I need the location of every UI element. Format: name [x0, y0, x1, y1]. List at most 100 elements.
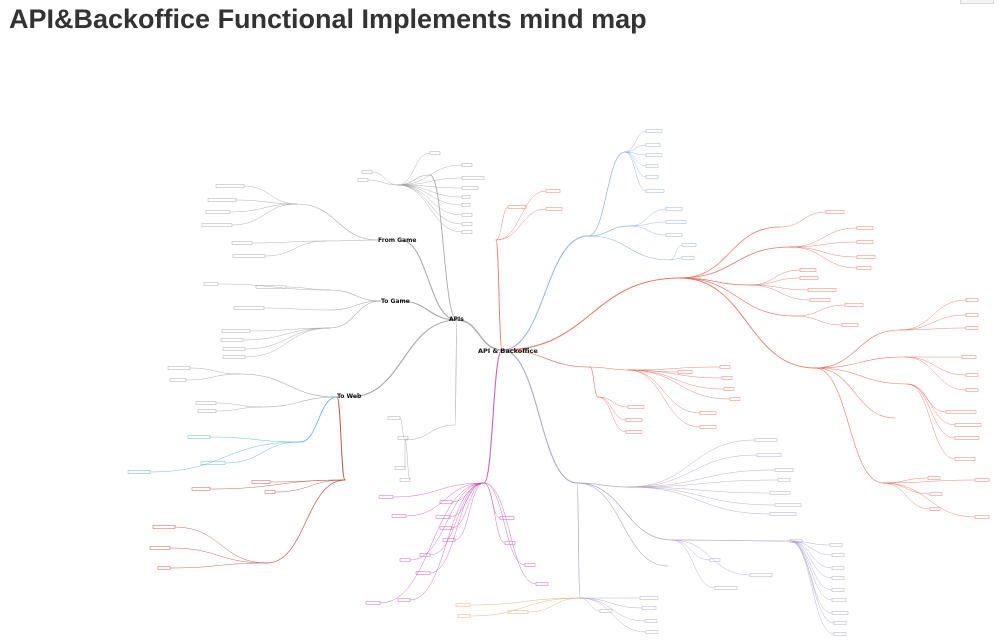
root-node-label[interactable]: API & Backoffice: [478, 347, 538, 355]
leaf-node-23[interactable]: [222, 347, 246, 351]
leaf-node-104[interactable]: [504, 541, 516, 545]
leaf-node-83[interactable]: [719, 365, 731, 369]
leaf-node-9[interactable]: [461, 230, 473, 234]
leaf-node-8[interactable]: [461, 222, 473, 226]
leaf-node-100[interactable]: [397, 598, 411, 602]
leaf-node-52[interactable]: [665, 220, 687, 224]
leaf-node-117[interactable]: [789, 539, 803, 543]
leaf-node-91[interactable]: [625, 430, 643, 434]
leaf-node-49[interactable]: [645, 175, 659, 179]
leaf-node-89[interactable]: [627, 405, 645, 409]
leaf-node-47[interactable]: [645, 153, 663, 157]
leaf-node-121[interactable]: [831, 576, 845, 580]
leaf-node-97[interactable]: [419, 553, 431, 557]
leaf-node-98[interactable]: [399, 558, 411, 562]
leaf-node-12[interactable]: [215, 184, 245, 188]
leaf-node-46[interactable]: [645, 143, 661, 147]
leaf-node-38[interactable]: [387, 416, 401, 420]
leaf-node-53[interactable]: [665, 233, 683, 237]
leaf-node-111[interactable]: [769, 491, 791, 495]
leaf-node-60[interactable]: [856, 266, 872, 270]
leaf-node-78[interactable]: [974, 478, 990, 482]
leaf-node-62[interactable]: [799, 276, 819, 280]
leaf-node-126[interactable]: [833, 632, 847, 636]
leaf-node-50[interactable]: [645, 189, 665, 193]
leaf-node-25[interactable]: [167, 366, 191, 370]
leaf-node-65[interactable]: [844, 303, 864, 307]
leaf-node-118[interactable]: [829, 543, 843, 547]
leaf-node-73[interactable]: [945, 410, 977, 414]
leaf-node-17[interactable]: [232, 254, 266, 258]
leaf-node-77[interactable]: [927, 476, 941, 480]
leaf-node-106[interactable]: [535, 582, 549, 586]
leaf-node-90[interactable]: [625, 418, 643, 422]
leaf-node-105[interactable]: [524, 563, 536, 567]
leaf-node-67[interactable]: [965, 298, 979, 302]
leaf-node-34[interactable]: [264, 490, 276, 494]
leaf-node-99[interactable]: [415, 571, 431, 575]
leaf-node-101[interactable]: [365, 601, 381, 605]
leaf-node-11[interactable]: [357, 178, 369, 182]
leaf-node-125[interactable]: [833, 621, 847, 625]
leaf-node-85[interactable]: [723, 387, 735, 391]
leaf-node-103[interactable]: [499, 516, 515, 520]
leaf-node-93[interactable]: [435, 515, 451, 519]
leaf-node-63[interactable]: [807, 288, 837, 292]
leaf-node-95[interactable]: [439, 526, 453, 530]
leaf-node-43[interactable]: [545, 189, 561, 193]
leaf-node-28[interactable]: [197, 409, 217, 413]
leaf-node-16[interactable]: [231, 241, 253, 245]
leaf-node-71[interactable]: [965, 373, 979, 377]
leaf-node-4[interactable]: [461, 186, 479, 190]
leaf-node-122[interactable]: [831, 588, 845, 592]
leaf-node-88[interactable]: [699, 425, 717, 429]
leaf-node-35[interactable]: [152, 525, 176, 529]
leaf-node-21[interactable]: [221, 329, 251, 333]
leaf-node-110[interactable]: [777, 478, 791, 482]
leaf-node-51[interactable]: [665, 207, 683, 211]
leaf-node-124[interactable]: [831, 611, 849, 615]
leaf-node-31[interactable]: [127, 470, 151, 474]
leaf-node-66[interactable]: [841, 323, 859, 327]
leaf-node-30[interactable]: [200, 461, 226, 465]
leaf-node-86[interactable]: [729, 397, 741, 401]
leaf-node-44[interactable]: [545, 207, 563, 211]
leaf-node-108[interactable]: [756, 453, 782, 457]
leaf-node-131[interactable]: [639, 596, 659, 600]
leaf-node-133[interactable]: [644, 619, 658, 623]
leaf-node-82[interactable]: [677, 370, 693, 374]
leaf-node-69[interactable]: [965, 326, 979, 330]
leaf-node-68[interactable]: [965, 313, 979, 317]
leaf-node-54[interactable]: [681, 243, 697, 247]
leaf-node-114[interactable]: [709, 558, 721, 562]
leaf-node-33[interactable]: [191, 487, 211, 491]
leaf-node-55[interactable]: [681, 256, 695, 260]
leaf-node-10[interactable]: [361, 170, 373, 174]
leaf-node-3[interactable]: [461, 176, 485, 180]
leaf-node-41[interactable]: [399, 478, 411, 482]
leaf-node-58[interactable]: [856, 240, 874, 244]
leaf-node-27[interactable]: [195, 401, 217, 405]
leaf-node-120[interactable]: [831, 566, 845, 570]
leaf-node-134[interactable]: [645, 630, 659, 634]
leaf-node-102[interactable]: [378, 495, 394, 499]
leaf-node-32[interactable]: [251, 480, 271, 484]
leaf-node-57[interactable]: [856, 226, 874, 230]
leaf-node-92[interactable]: [439, 500, 453, 504]
leaf-node-119[interactable]: [831, 553, 845, 557]
leaf-node-45[interactable]: [645, 129, 663, 133]
leaf-node-22[interactable]: [220, 338, 244, 342]
leaf-node-112[interactable]: [774, 503, 802, 507]
leaf-node-36[interactable]: [149, 546, 171, 550]
leaf-node-80[interactable]: [929, 507, 941, 511]
leaf-node-84[interactable]: [721, 376, 733, 380]
leaf-node-116[interactable]: [714, 586, 738, 590]
leaf-node-132[interactable]: [641, 606, 657, 610]
leaf-node-127[interactable]: [507, 610, 529, 614]
leaf-node-64[interactable]: [809, 298, 831, 302]
leaf-node-72[interactable]: [965, 388, 979, 392]
leaf-node-129[interactable]: [457, 614, 471, 618]
leaf-node-5[interactable]: [461, 195, 471, 199]
leaf-node-87[interactable]: [699, 411, 717, 415]
leaf-node-128[interactable]: [455, 603, 471, 607]
